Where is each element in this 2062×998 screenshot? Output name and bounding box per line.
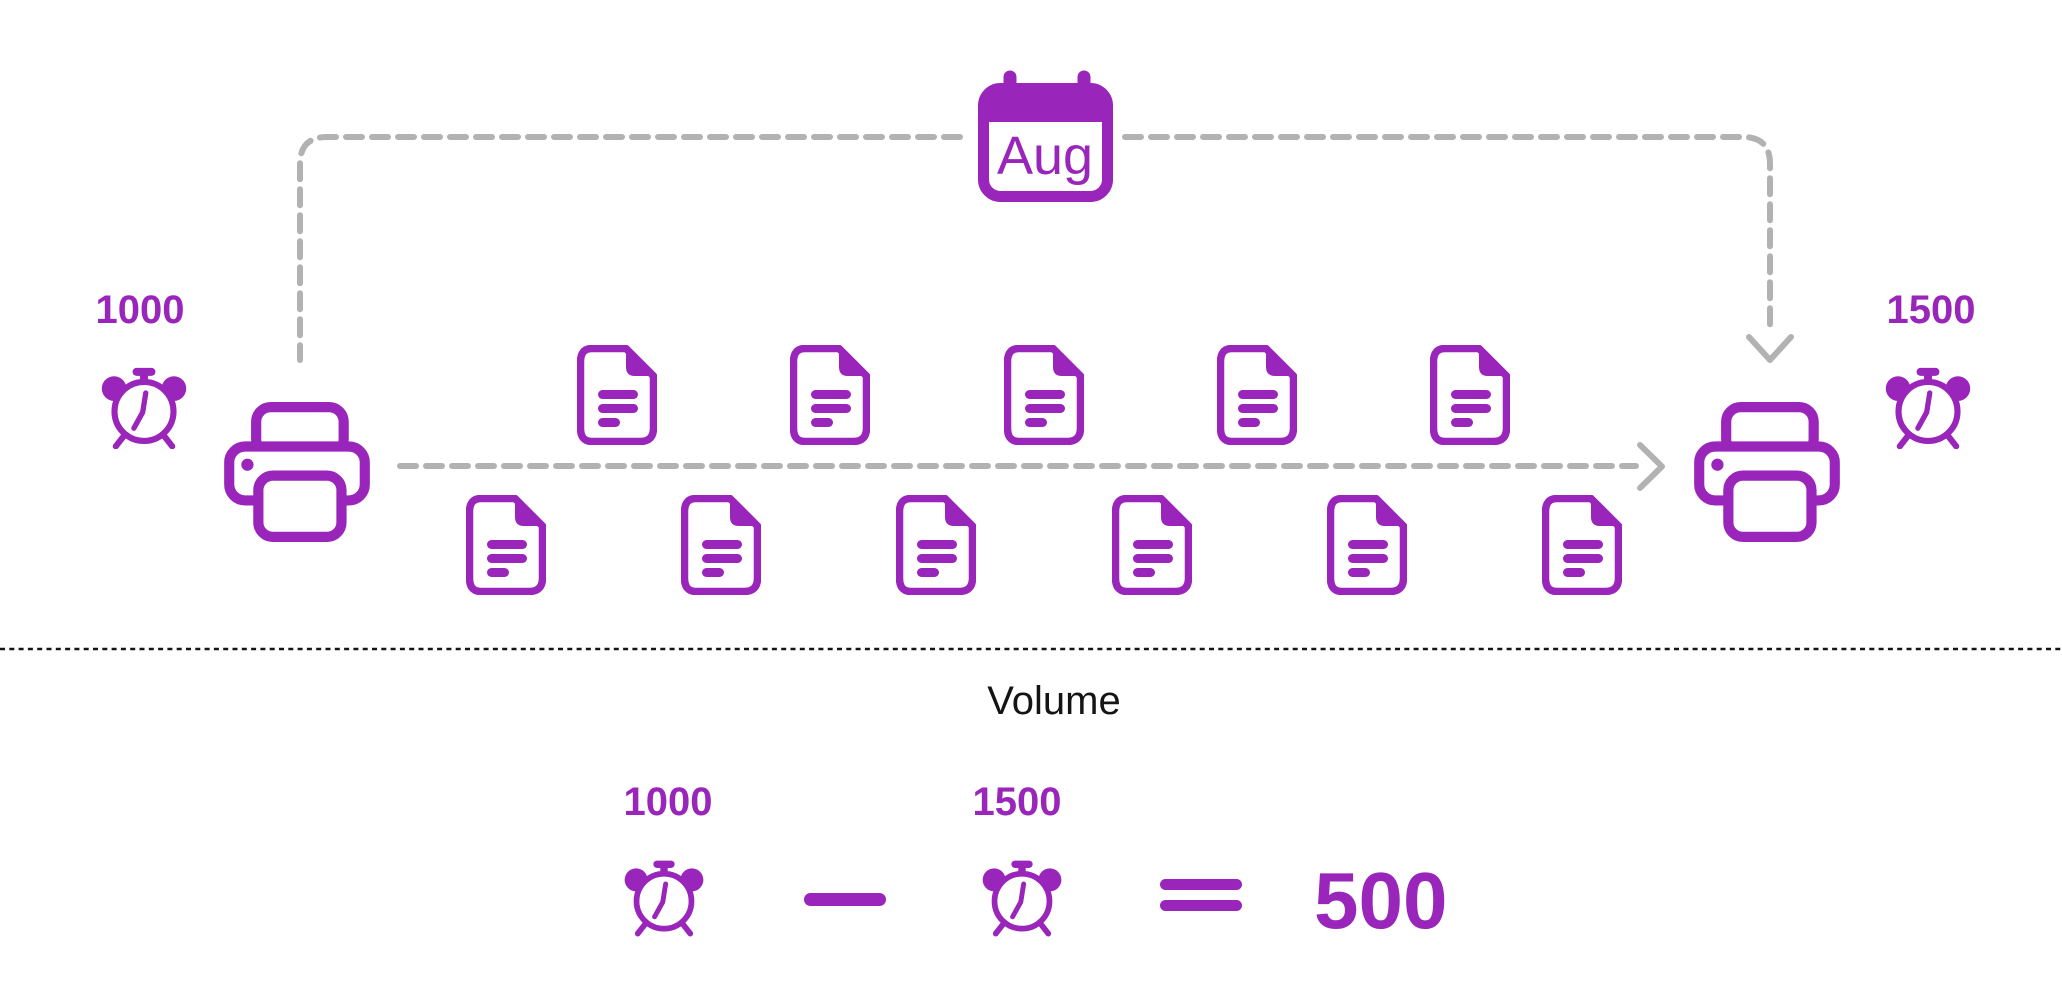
arrow-right-icon — [1637, 442, 1665, 491]
calendar-month-label: Aug — [997, 126, 1093, 186]
equation-subtrahend-label: 1500 — [972, 780, 1062, 824]
equation-result-label: 500 — [1314, 856, 1448, 945]
left-count-label: 1000 — [95, 288, 185, 332]
document-icon — [1430, 345, 1510, 445]
document-icon — [681, 495, 761, 595]
document-icon — [1112, 495, 1192, 595]
calendar-icon: Aug — [978, 70, 1113, 202]
alarm-clock-icon — [100, 365, 188, 450]
alarm-clock-icon — [981, 855, 1063, 940]
document-icon — [1004, 345, 1084, 445]
document-icon — [896, 495, 976, 595]
document-icon — [1542, 495, 1622, 595]
equation-minuend-label: 1000 — [623, 780, 713, 824]
printer-icon — [1694, 402, 1840, 542]
alarm-clock-icon — [1884, 365, 1972, 450]
calendar-to-right-connector — [1122, 134, 1773, 337]
minus-icon — [804, 893, 886, 906]
document-icon — [1327, 495, 1407, 595]
calendar-to-left-connector — [297, 134, 963, 363]
printer-icon — [224, 402, 370, 542]
arrow-down-icon — [1746, 334, 1794, 363]
volume-title: Volume — [987, 679, 1121, 723]
document-icon — [466, 495, 546, 595]
document-icon — [1217, 345, 1297, 445]
document-icon — [577, 345, 657, 445]
right-count-label: 1500 — [1886, 288, 1976, 332]
alarm-clock-icon — [623, 855, 705, 940]
document-icon — [790, 345, 870, 445]
equals-icon — [1160, 879, 1242, 912]
